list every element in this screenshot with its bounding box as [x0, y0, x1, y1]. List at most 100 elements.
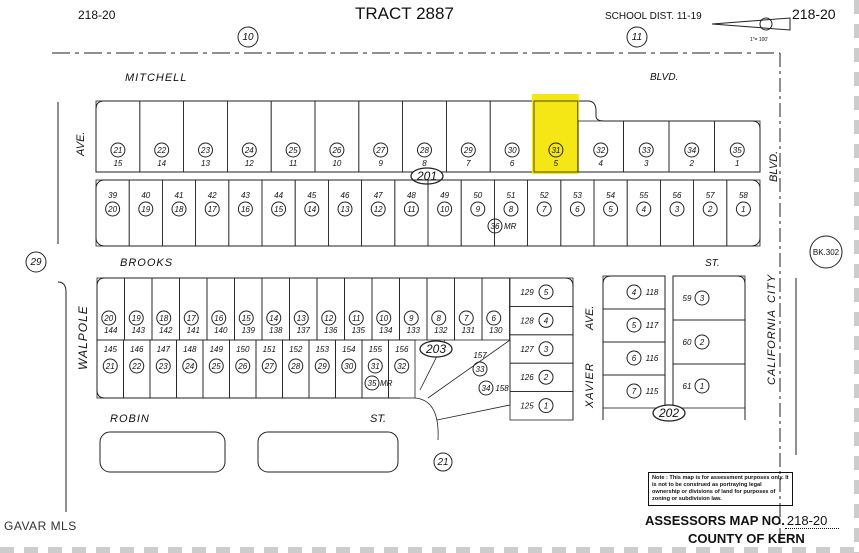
parcel-number[interactable]: 26: [331, 146, 341, 155]
parcel-number[interactable]: 23: [158, 362, 168, 371]
parcel-number[interactable]: 34: [482, 384, 491, 393]
lot-number: 136: [324, 326, 338, 335]
parcel-number[interactable]: 25: [211, 362, 221, 371]
book-ref-302[interactable]: BK.302: [813, 248, 840, 257]
parcel-number[interactable]: 16: [214, 314, 223, 323]
parcel-number[interactable]: 35: [733, 146, 742, 155]
parcel-number[interactable]: 5: [632, 321, 637, 330]
parcel-number[interactable]: 2: [699, 338, 705, 347]
parcel-1[interactable]: [726, 179, 761, 247]
lot-number: 49: [440, 191, 449, 200]
parcel-number[interactable]: 3: [675, 205, 680, 214]
parcel-6[interactable]: [481, 277, 510, 341]
parcel-number[interactable]: 17: [187, 314, 196, 323]
block-marker-21[interactable]: 21: [436, 457, 448, 468]
parcel-number[interactable]: 18: [159, 314, 168, 323]
parcel-number[interactable]: 10: [379, 314, 388, 323]
parcel-number-circle: [403, 201, 419, 217]
parcel-number[interactable]: 7: [464, 314, 469, 323]
parcel-number[interactable]: 2: [707, 205, 713, 214]
parcel-number-circle: [486, 310, 502, 326]
parcel-number[interactable]: 1: [741, 205, 745, 214]
parcel-32[interactable]: [388, 339, 416, 399]
parcel-number[interactable]: 24: [184, 362, 194, 371]
parcel-number[interactable]: 19: [132, 314, 141, 323]
parcel-1[interactable]: [509, 391, 574, 421]
parcel-number[interactable]: 31: [551, 146, 560, 155]
parcel-number[interactable]: 32: [397, 362, 406, 371]
parcel-number[interactable]: 30: [508, 146, 517, 155]
parcel-number[interactable]: 13: [341, 205, 350, 214]
parcel-number[interactable]: 28: [419, 146, 429, 155]
parcel-number[interactable]: 28: [290, 362, 300, 371]
parcel-number[interactable]: 9: [409, 314, 414, 323]
parcel-number[interactable]: 14: [269, 314, 278, 323]
parcel-number[interactable]: 23: [200, 146, 210, 155]
parcel-number[interactable]: 8: [437, 314, 442, 323]
parcel-number[interactable]: 13: [297, 314, 306, 323]
parcel-number[interactable]: 16: [241, 205, 250, 214]
block-marker-29[interactable]: 29: [29, 257, 42, 268]
parcel-1[interactable]: [672, 363, 746, 409]
parcel-number[interactable]: 30: [344, 362, 353, 371]
parcel-number[interactable]: 24: [244, 146, 254, 155]
parcel-7[interactable]: [602, 374, 666, 409]
parcel-number[interactable]: 4: [642, 205, 647, 214]
parcel-number[interactable]: 5: [544, 288, 549, 297]
lot-number: 50: [473, 191, 482, 200]
parcel-number[interactable]: 19: [141, 205, 150, 214]
parcel-number[interactable]: 34: [687, 146, 696, 155]
lot-number: 149: [210, 345, 224, 354]
parcel-number[interactable]: 6: [632, 354, 637, 363]
parcel-number[interactable]: 1: [700, 382, 704, 391]
parcel-number[interactable]: 33: [476, 365, 485, 374]
parcel-number[interactable]: 4: [544, 316, 549, 325]
parcel-number[interactable]: 3: [700, 294, 705, 303]
parcel-number[interactable]: 21: [112, 146, 122, 155]
parcel-number[interactable]: 3: [544, 345, 549, 354]
parcel-number[interactable]: 12: [374, 205, 383, 214]
parcel-number[interactable]: 4: [632, 288, 637, 297]
parcel-number[interactable]: 15: [242, 314, 251, 323]
parcel-number-circle: [208, 358, 224, 374]
parcel-number[interactable]: 26: [237, 362, 247, 371]
parcel-35[interactable]: [714, 120, 761, 173]
lot-number: 40: [141, 191, 150, 200]
parcel-number[interactable]: 32: [596, 146, 605, 155]
parcel-number[interactable]: 22: [131, 362, 141, 371]
parcel-number[interactable]: 8: [509, 205, 514, 214]
parcel-number[interactable]: 27: [264, 362, 274, 371]
parcel-number[interactable]: 11: [352, 314, 360, 323]
block-marker-10[interactable]: 10: [242, 32, 254, 43]
parcel-number[interactable]: 35: [368, 379, 377, 388]
parcel-number[interactable]: 22: [156, 146, 166, 155]
parcel-number[interactable]: 9: [476, 205, 481, 214]
parcel-number[interactable]: 14: [307, 205, 316, 214]
parcel-number[interactable]: 12: [324, 314, 333, 323]
parcel-number[interactable]: 18: [175, 205, 184, 214]
parcel-number[interactable]: 6: [575, 205, 580, 214]
parcel-number[interactable]: 10: [440, 205, 449, 214]
parcel-number[interactable]: 15: [274, 205, 283, 214]
parcel-number[interactable]: 29: [463, 146, 473, 155]
parcel-number[interactable]: 5: [608, 205, 613, 214]
parcel-number[interactable]: 11: [407, 205, 415, 214]
parcel-number[interactable]: 20: [103, 314, 113, 323]
parcel-number[interactable]: 29: [317, 362, 327, 371]
parcel-number[interactable]: 7: [542, 205, 547, 214]
road-203-oval: [419, 340, 453, 358]
parcel-number[interactable]: 2: [543, 373, 549, 382]
block-marker-11[interactable]: 11: [632, 32, 642, 43]
parcel-number[interactable]: 31: [371, 362, 380, 371]
parcel-number[interactable]: 17: [208, 205, 217, 214]
upper-block-outline: [95, 100, 761, 173]
parcel-number[interactable]: 27: [375, 146, 385, 155]
parcel-number[interactable]: 6: [492, 314, 497, 323]
parcel-number[interactable]: 1: [544, 402, 548, 411]
parcel-number[interactable]: 7: [632, 387, 637, 396]
parcel-number[interactable]: 21: [105, 362, 115, 371]
parcel-number[interactable]: 36: [491, 222, 500, 231]
parcel-number[interactable]: 33: [642, 146, 651, 155]
parcel-number[interactable]: 20: [107, 205, 117, 214]
parcel-number[interactable]: 25: [288, 146, 298, 155]
